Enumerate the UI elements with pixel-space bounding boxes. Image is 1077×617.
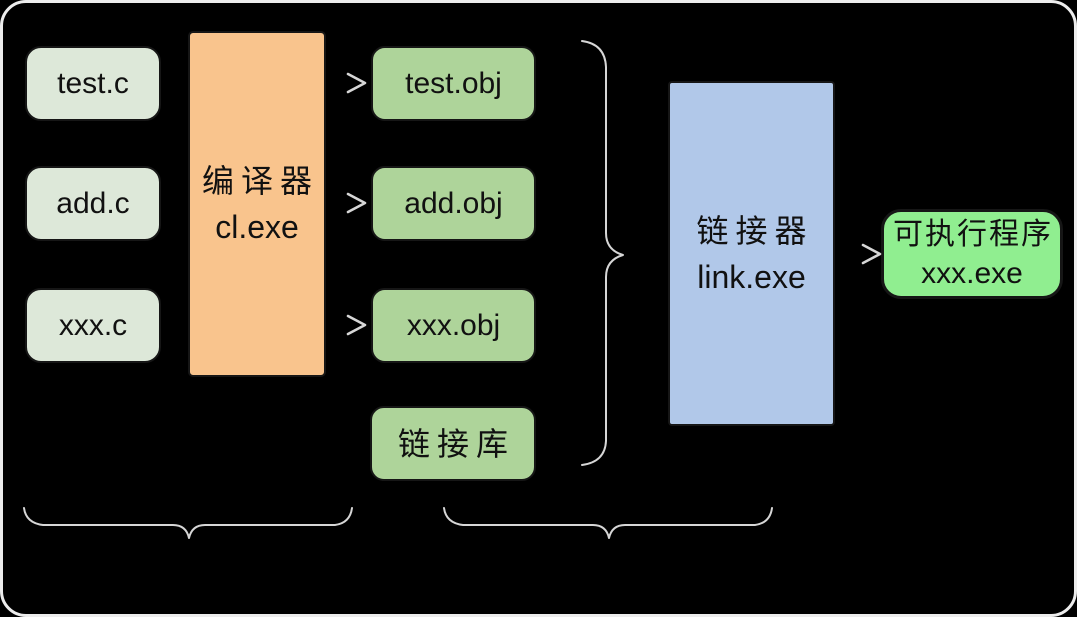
compiler-title: 编译器 [201, 163, 319, 199]
source-file-box-add-c: add.c [25, 166, 161, 241]
arrow-compiler-to-xxx-obj-icon [346, 314, 367, 336]
source-file-label: add.c [56, 186, 130, 220]
linker-box: 链接器 link.exe [668, 81, 835, 426]
executable-subtitle: xxx.exe [921, 257, 1023, 290]
compiler-box: 编译器 cl.exe [188, 31, 326, 377]
arrow-compiler-to-test-obj-icon [346, 72, 367, 94]
object-file-label: test.obj [405, 66, 502, 100]
underbrace-link-stage-icon [443, 507, 773, 539]
executable-box: 可执行程序 xxx.exe [881, 209, 1063, 299]
source-file-label: test.c [57, 66, 129, 100]
source-file-box-xxx-c: xxx.c [25, 288, 161, 363]
arrow-compiler-to-add-obj-icon [346, 192, 367, 214]
link-library-label: 链接库 [397, 425, 515, 462]
object-file-label: add.obj [404, 186, 503, 220]
object-file-box-xxx-obj: xxx.obj [371, 288, 536, 363]
link-library-box: 链接库 [370, 406, 536, 481]
object-file-box-test-obj: test.obj [371, 46, 536, 121]
connector-overlay [23, 40, 882, 539]
linker-title: 链接器 [696, 212, 814, 249]
arrow-linker-to-executable-icon [861, 243, 882, 265]
object-file-box-add-obj: add.obj [371, 166, 536, 241]
object-file-label: xxx.obj [406, 308, 501, 342]
brace-object-group-icon [581, 40, 624, 466]
underbrace-compile-stage-icon [23, 507, 353, 539]
linker-subtitle: link.exe [697, 258, 806, 295]
source-file-label: xxx.c [58, 308, 128, 342]
source-file-box-test-c: test.c [25, 46, 161, 121]
compiler-subtitle: cl.exe [215, 209, 299, 245]
executable-title: 可执行程序 [893, 217, 1053, 251]
